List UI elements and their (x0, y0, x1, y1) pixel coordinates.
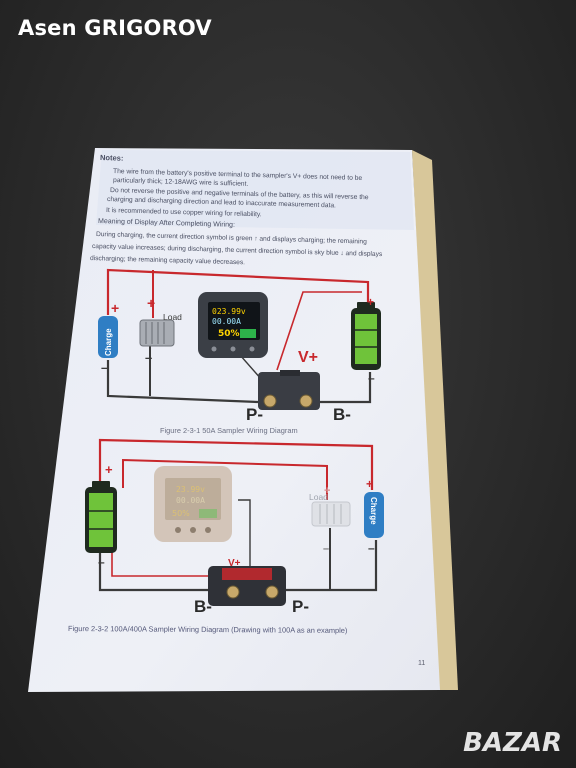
plus-sign: + (147, 295, 155, 311)
load-device (139, 319, 175, 347)
meaning-heading: Meaning of Display After Completing Wiri… (98, 218, 235, 229)
plus-sign: + (324, 485, 330, 497)
meter-current: 00.00A (212, 317, 241, 326)
load-label: Load (163, 312, 182, 322)
meter-percent: 50% (172, 509, 190, 518)
figure-2-wiring-diagram: + – 23.99v 00.00A 50% Load + – Charge + … (68, 438, 384, 635)
wire-black (284, 540, 378, 592)
wire-red (106, 268, 370, 315)
wire-red (111, 548, 224, 577)
charger-label: Charge (369, 497, 378, 525)
load-label: Load (309, 492, 328, 502)
wire-black (106, 360, 259, 404)
p-minus-label: P- (246, 405, 263, 424)
meaning-line: discharging; the remaining capacity valu… (90, 255, 245, 266)
notes-heading: Notes: (100, 153, 124, 163)
figure-2-caption: Figure 2-3-2 100A/400A Sampler Wiring Di… (68, 624, 347, 635)
meter-current: 00.00A (176, 496, 205, 505)
v-plus-label: V+ (228, 558, 241, 569)
minus-sign: – (98, 555, 105, 569)
note-line: particularly thick; 12-18AWG wire is suf… (113, 177, 249, 188)
brand-watermark: BAZAR (463, 728, 562, 758)
figure-1-wiring-diagram: Charge + – Load + – 023.99v 00.00A 50% V… (98, 268, 381, 435)
minus-sign: – (368, 371, 375, 385)
meter-voltage: 23.99v (176, 485, 205, 494)
b-minus-label: B- (194, 597, 212, 616)
meter-voltage: 023.99v (212, 307, 246, 316)
charger (364, 492, 384, 538)
wire-black (98, 552, 208, 592)
wire-red (276, 291, 362, 371)
p-minus-label: P- (292, 597, 309, 616)
plus-sign: + (366, 477, 373, 491)
page-number: 11 (418, 660, 425, 667)
load-device (311, 501, 351, 527)
minus-sign: – (323, 543, 329, 555)
figure-1-caption: Figure 2-3-1 50A Sampler Wiring Diagram (160, 426, 298, 435)
minus-sign: – (145, 350, 152, 365)
v-plus-label: V+ (298, 349, 318, 366)
booklet-edge (412, 150, 458, 690)
plus-sign: + (105, 462, 113, 477)
b-minus-label: B- (333, 405, 351, 424)
wire-black (238, 499, 251, 568)
note-line: It is recommended to use copper wiring f… (106, 207, 262, 218)
charger-label: Charge (104, 328, 113, 356)
minus-sign: – (368, 541, 375, 555)
wire-red (122, 458, 328, 500)
notes-banner (96, 150, 414, 230)
minus-sign: – (101, 360, 108, 375)
wire-black (318, 372, 372, 404)
charger (98, 316, 118, 358)
wire-red (98, 438, 374, 490)
seller-watermark: Asen GRIGOROV (18, 16, 212, 40)
manual-page (28, 148, 440, 692)
plus-sign: + (111, 300, 119, 316)
meter-percent: 50% (218, 329, 240, 339)
plus-sign: + (367, 295, 374, 309)
